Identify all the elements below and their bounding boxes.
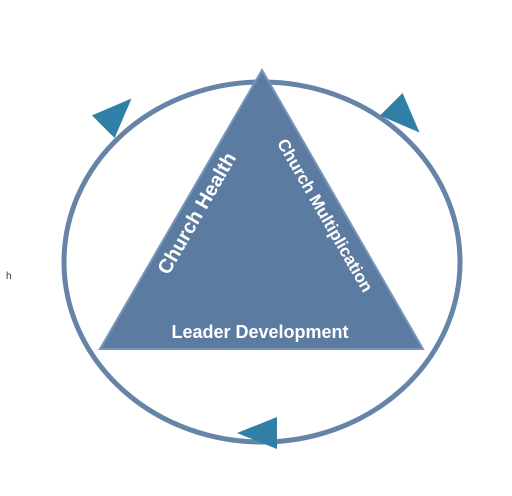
arrow-left-icon bbox=[237, 417, 277, 449]
triangle-shape bbox=[98, 68, 425, 350]
arrow-down-right-icon bbox=[379, 92, 420, 133]
arrow-up-right-icon bbox=[91, 98, 132, 139]
label-leader-development: Leader Development bbox=[171, 322, 348, 342]
cropped-edge-text: h bbox=[6, 271, 12, 282]
